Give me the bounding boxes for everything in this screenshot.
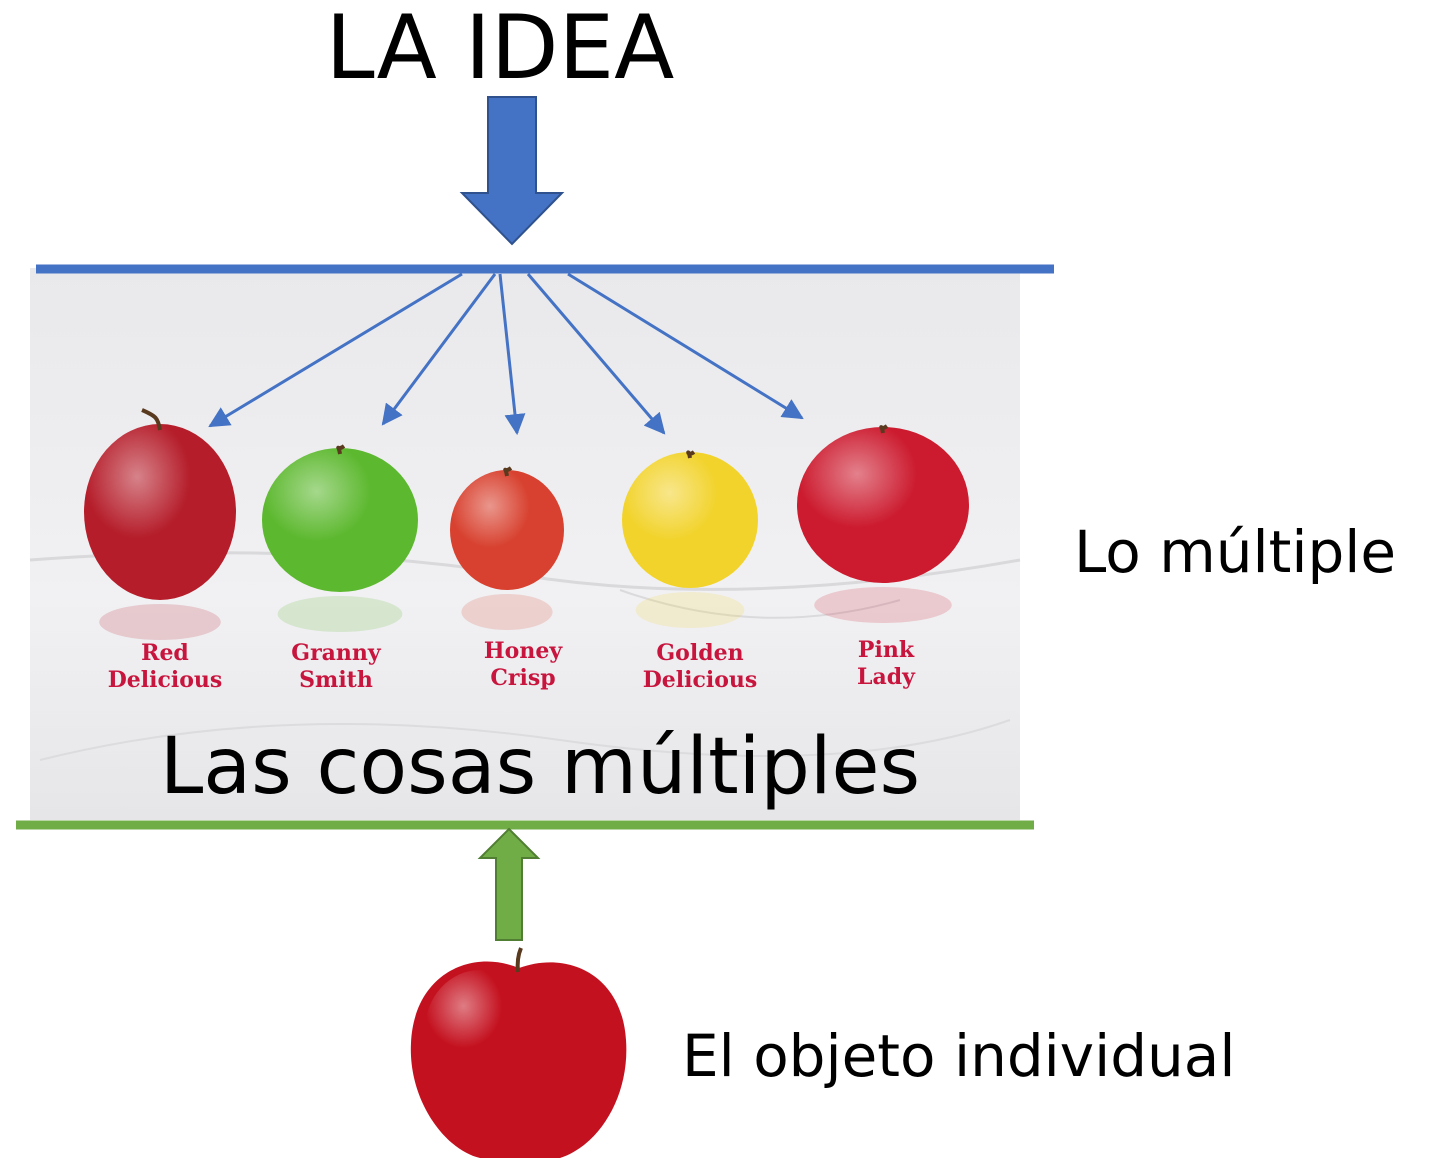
variety-label-line2: Lady [857,664,915,690]
variety-label-line2: Delicious [642,667,758,693]
apple-stem [686,450,696,459]
apple-reflection [277,596,403,632]
multiple-label: Lo múltiple [1074,518,1397,586]
photo-caption: Las cosas múltiples [159,722,921,812]
idea-arrows [208,272,804,436]
variety-label-line1: Golden [656,640,744,666]
apple-stem [141,408,162,431]
apple-shine [797,427,969,583]
apple-reflection [461,594,553,630]
marble-vein [39,719,1011,761]
apple-shine [622,452,758,588]
variety-label-line2: Delicious [107,667,223,693]
idea-arrow [498,273,526,436]
apple-reflection [814,587,952,623]
single-apple-stem [515,947,523,973]
variety-label-line2: Crisp [490,665,556,691]
single-apple [410,947,627,1158]
apple-shine [84,424,236,600]
variety-label-line2: Smith [299,667,373,693]
variety-label-line1: Granny [291,640,381,666]
individual-label: El objeto individual [682,1022,1236,1090]
idea-arrow [567,272,804,420]
apple-shine [450,470,564,590]
up-arrow-icon [477,827,541,941]
marble-vein [619,589,901,619]
variety-label-line1: Red [141,640,189,666]
variety-label: Red Delicious [90,640,240,694]
apple-stem [879,424,889,434]
apple-stem [503,466,513,477]
idea-arrow [381,273,497,426]
apple-shine [262,448,418,592]
variety-label: Pink Lady [811,637,961,691]
variety-label-line1: Honey [483,638,563,664]
idea-arrow [208,272,463,428]
down-arrow-icon [459,96,565,246]
apple-stem [336,444,346,455]
idea-title: LA IDEA [325,0,675,99]
apple-reflection [99,604,221,640]
apple-reflection [635,592,745,628]
variety-label-line1: Pink [857,637,915,663]
apple-row [84,408,969,640]
variety-label: Honey Crisp [448,638,598,692]
variety-label: Granny Smith [261,640,411,694]
idea-arrow [526,273,666,435]
single-apple-shine [425,970,535,1090]
variety-label: Golden Delicious [625,640,775,694]
